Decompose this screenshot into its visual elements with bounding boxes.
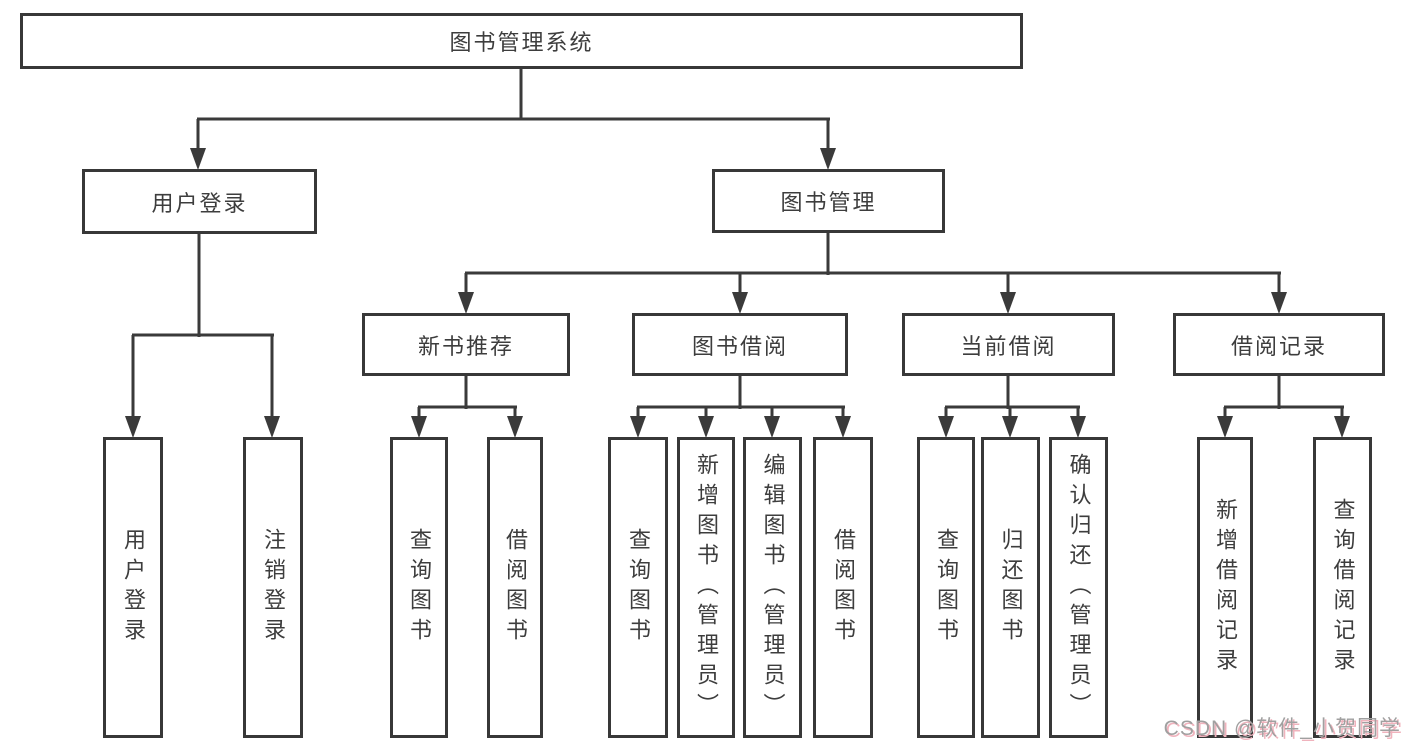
node-label: 查询借阅记录 <box>1330 497 1356 678</box>
leaf-query-borrow-record: 查询借阅记录 <box>1313 437 1372 738</box>
node-label: 新书推荐 <box>417 333 514 359</box>
node-label: 编辑图书（管理员） <box>760 452 786 723</box>
node-label: 借阅图书 <box>831 527 856 648</box>
leaf-borrow-books: 借阅图书 <box>813 437 873 738</box>
leaf-logout: 注销登录 <box>243 437 303 738</box>
leaf-return-books: 归还图书 <box>981 437 1040 738</box>
node-book-management: 图书管理 <box>712 169 945 233</box>
leaf-borrow-books-recommend: 借阅图书 <box>487 437 543 738</box>
node-label: 借阅记录 <box>1230 333 1327 359</box>
node-label: 确认归还（管理员） <box>1066 452 1092 723</box>
node-label: 新增借阅记录 <box>1213 497 1238 678</box>
leaf-user-login: 用户登录 <box>103 437 163 738</box>
node-system-root: 图书管理系统 <box>20 13 1023 69</box>
node-label: 图书管理系统 <box>449 30 594 55</box>
leaf-edit-book-admin: 编辑图书（管理员） <box>743 437 802 738</box>
node-label: 用户登录 <box>151 190 248 216</box>
node-new-book-recommend: 新书推荐 <box>362 313 570 376</box>
leaf-query-books-current: 查询图书 <box>917 437 975 738</box>
node-label: 查询图书 <box>407 527 432 648</box>
node-label: 图书借阅 <box>691 333 788 359</box>
node-label: 当前借阅 <box>960 333 1057 359</box>
csdn-watermark: CSDN @软件_小贺同学 <box>1163 717 1401 740</box>
node-label: 新增图书（管理员） <box>694 452 719 723</box>
node-current-borrow: 当前借阅 <box>902 313 1115 376</box>
node-label: 归还图书 <box>998 527 1024 648</box>
leaf-query-books-borrow: 查询图书 <box>608 437 668 738</box>
node-label: 图书管理 <box>780 190 877 215</box>
node-user-login: 用户登录 <box>82 169 317 234</box>
leaf-add-book-admin: 新增图书（管理员） <box>677 437 735 738</box>
leaf-query-books-recommend: 查询图书 <box>390 437 448 738</box>
leaf-confirm-return-admin: 确认归还（管理员） <box>1049 437 1108 738</box>
leaf-add-borrow-record: 新增借阅记录 <box>1197 437 1253 738</box>
node-book-borrow: 图书借阅 <box>632 313 848 376</box>
node-label: 用户登录 <box>121 527 146 648</box>
node-label: 注销登录 <box>261 527 286 648</box>
node-label: 查询图书 <box>626 527 651 648</box>
node-label: 借阅图书 <box>503 527 528 648</box>
node-label: 查询图书 <box>934 527 959 648</box>
node-borrow-records: 借阅记录 <box>1173 313 1385 376</box>
